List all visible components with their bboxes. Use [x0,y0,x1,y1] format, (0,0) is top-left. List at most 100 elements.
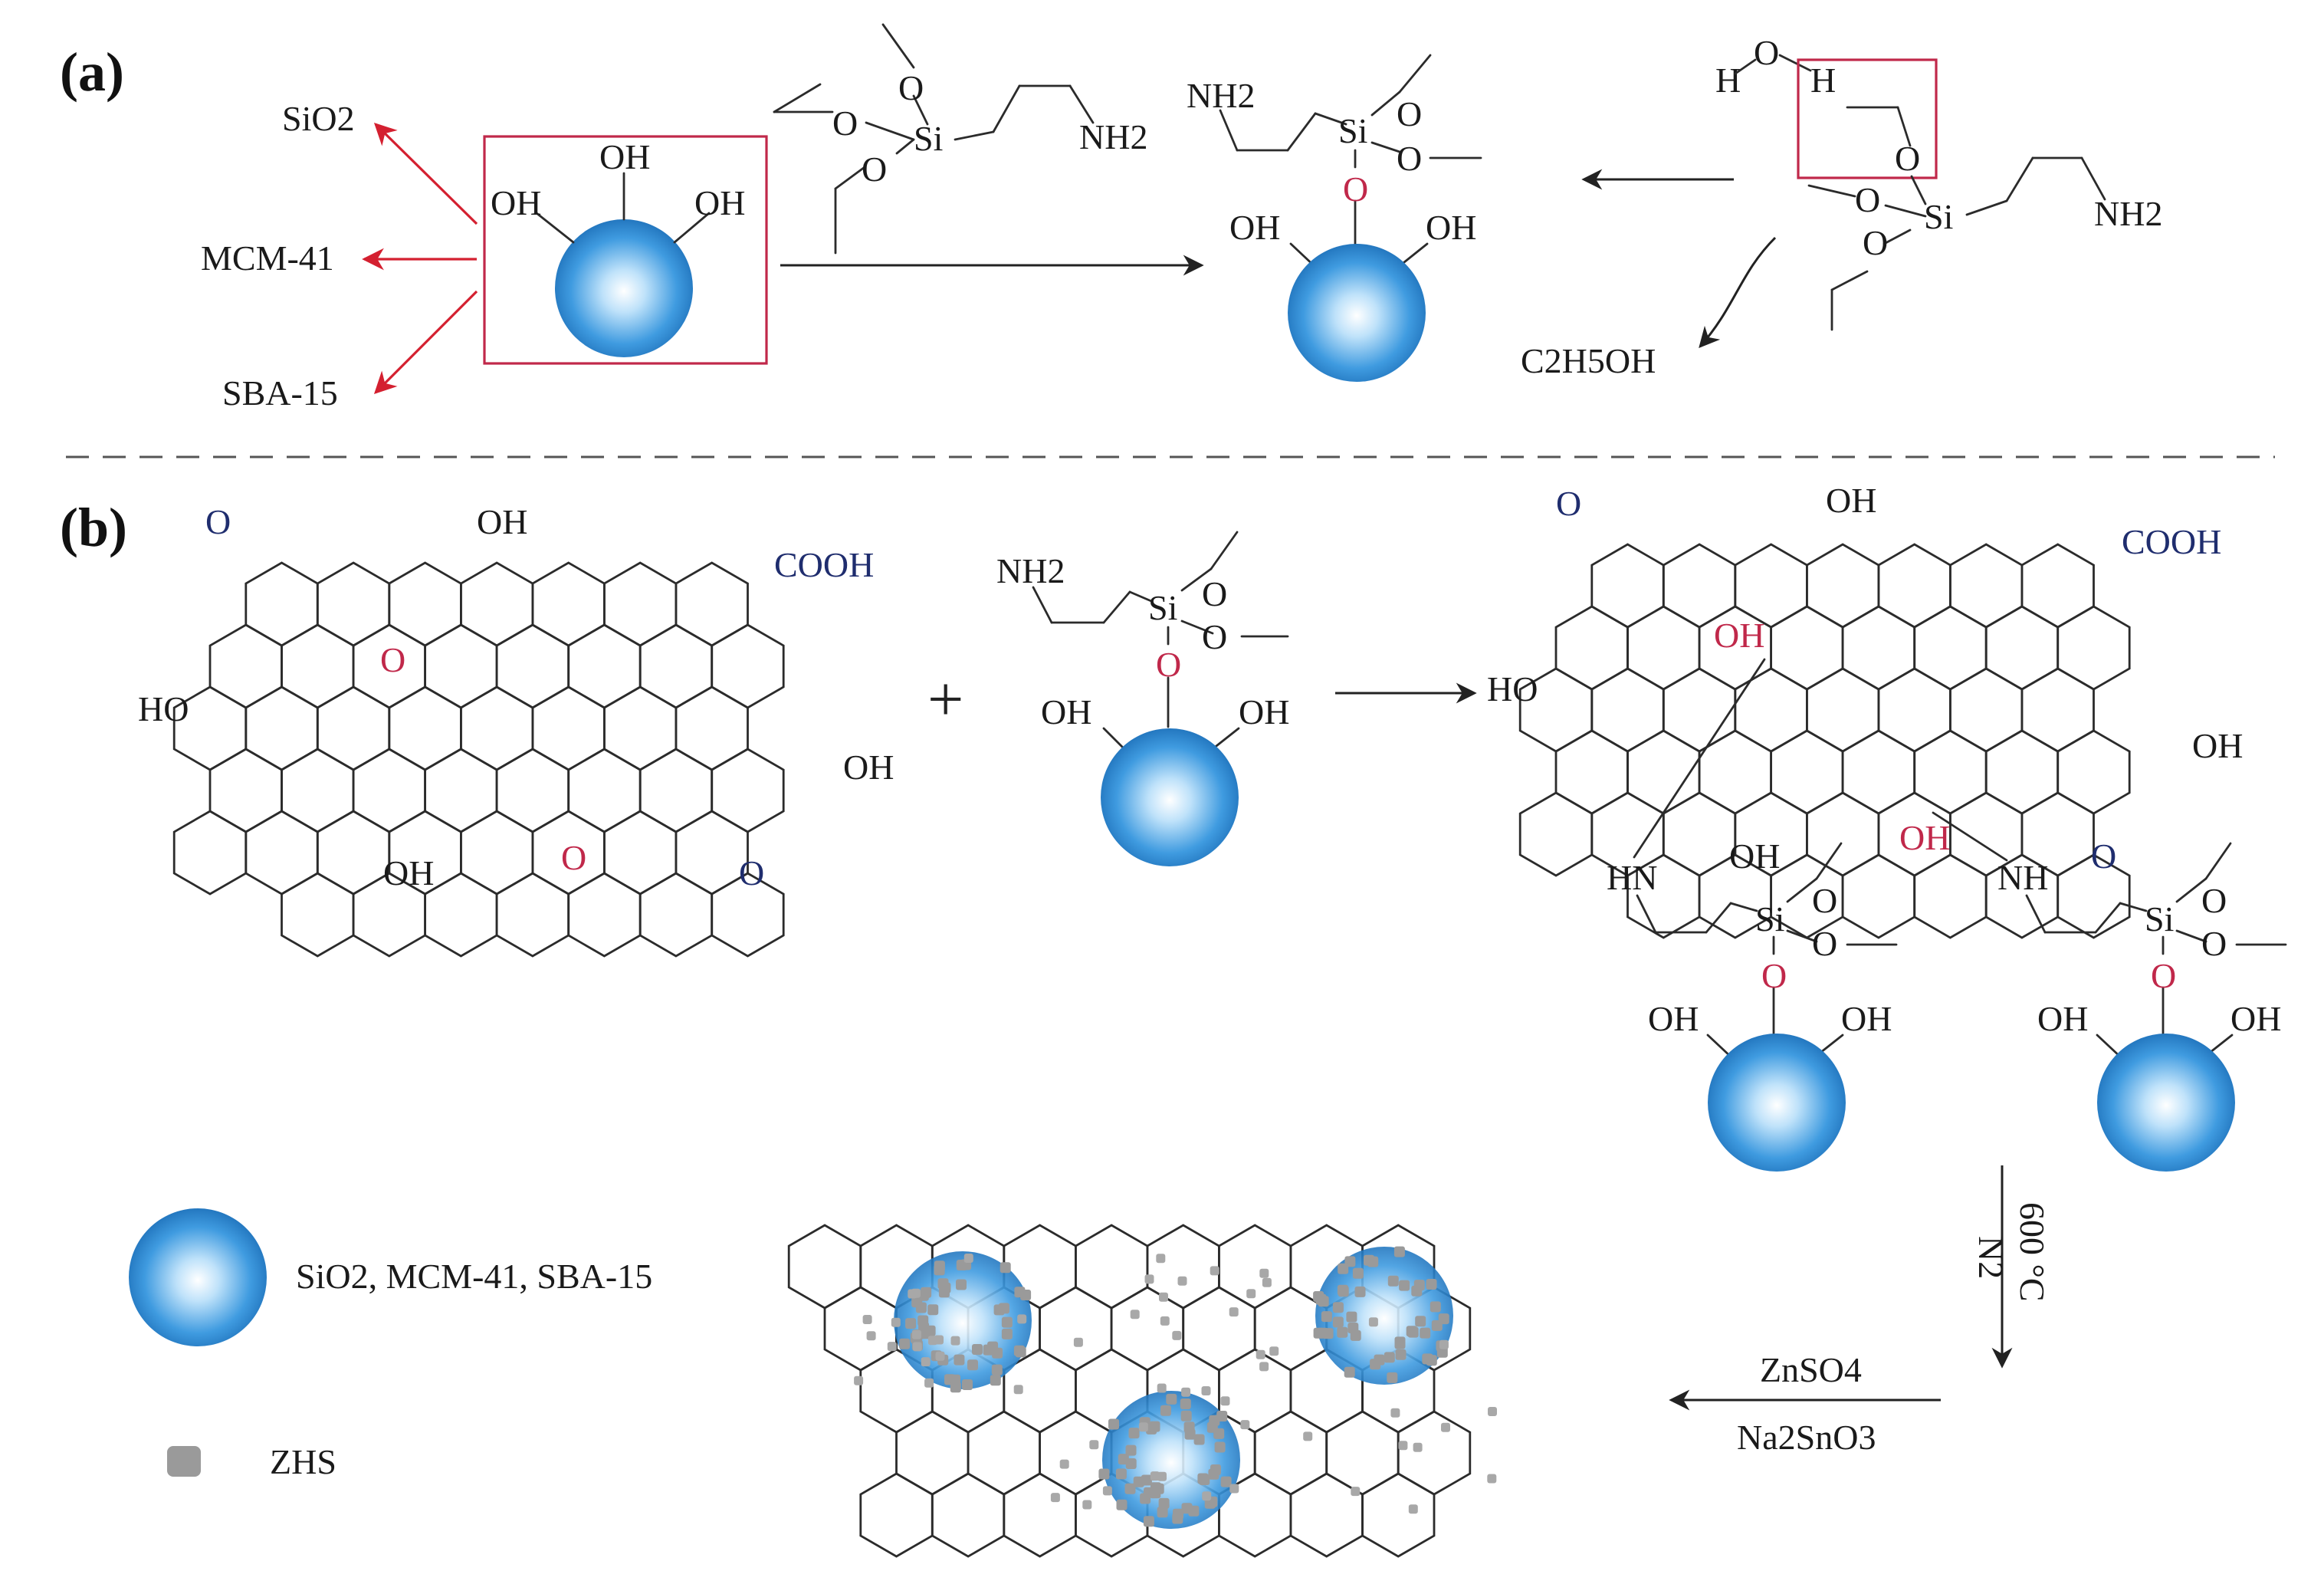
go-carbonyl-o: O [205,502,231,541]
zhs-particle [1125,1444,1137,1456]
hex-ring [1770,729,1844,815]
zhs-particle [1073,1337,1083,1347]
zhs-particle [911,1329,921,1339]
plus-sign: + [927,664,963,735]
go-epoxy-o1: O [380,640,405,679]
zhs-particle [1352,1267,1364,1279]
hex-ring [1841,853,1916,939]
legend-zhs-icon [167,1446,201,1477]
hex-ring [424,872,498,958]
zhs-particle [1431,1320,1443,1331]
hex-ring [316,561,391,647]
hex-ring [859,1472,934,1558]
zhs-particle [992,1347,1003,1359]
zhs-particle [1337,1326,1348,1338]
zhs-particle [1346,1311,1357,1323]
sphere2-oh-right: OH [2230,999,2281,1038]
hex-ring [787,1224,862,1310]
calcination-temperature: 600 °C [2013,1202,2052,1302]
zhs-particle [990,1375,1001,1386]
grafted-si: Si [1148,588,1177,627]
support-sphere-a-product [1288,244,1426,382]
zhs-particle [956,1279,967,1290]
hex-ring [567,623,642,709]
zhs-particle [1322,1328,1334,1339]
hex-ring [495,872,570,958]
zhs-particle [1229,1307,1239,1317]
zhs-particle [1172,1330,1182,1340]
aptes-2-nh2: NH2 [2094,194,2162,233]
zhs-particle [1395,1349,1407,1360]
zhs-particle [1413,1442,1423,1452]
link-o-1a: O [1812,881,1837,920]
linker-nh: NH [1997,858,2048,897]
zhs-particle [1000,1262,1011,1274]
zhs-particle [963,1254,973,1263]
go-oh-bottom: OH [383,853,434,892]
zhs-particle [1199,1474,1210,1485]
hex-ring [675,685,749,771]
panel-label-a: (a) [60,41,124,103]
zhs-particle [1213,1428,1225,1439]
zhs-particle [1149,1421,1160,1432]
hex-ring [281,623,355,709]
zhs-particle [1160,1405,1171,1416]
zhs-particle [1269,1346,1279,1356]
zhs-particle [1354,1286,1366,1297]
zhs-particle [1017,1314,1027,1324]
go2-oh-bottom: OH [1729,836,1780,876]
zhs-particle [1262,1277,1272,1287]
grafted-sphere-bonds [1032,531,1289,753]
hex-ring [1806,543,1880,629]
zhs-particle [1220,1476,1232,1487]
hex-ring [1734,543,1808,629]
hex-ring [823,1286,898,1372]
aptes-2-o2: O [1855,180,1880,219]
sphere2-oh-left: OH [2037,999,2088,1038]
link-si-1: Si [1755,899,1784,938]
hex-ring [1218,1348,1292,1434]
zhs-particle [991,1364,1003,1375]
zhs-particle [1398,1441,1408,1451]
zhs-particle [1351,1487,1361,1497]
zhs-particle [1202,1491,1212,1501]
zhs-particle [1144,1274,1154,1284]
water-h2: H [1810,61,1836,100]
grafted-o-linker: O [1156,645,1181,684]
hex-ring [1662,667,1737,753]
amine-linkers [1633,658,2287,1060]
reagent-znso4: ZnSO4 [1760,1350,1862,1389]
product-a-oh-left: OH [1229,208,1280,247]
hydrolysis-highlight-box [1797,58,1938,179]
hex-ring [352,748,426,833]
hex-ring [603,810,678,896]
go-oh-top: OH [477,502,527,541]
hex-ring [281,872,355,958]
hex-ring [1039,1286,1113,1372]
zhs-particle [1098,1468,1110,1480]
go2-oh-red-1: OH [1714,616,1764,655]
zhs-particle [887,1342,897,1352]
hex-ring [1626,729,1701,815]
go-epoxy-o2: O [561,838,586,877]
zhs-particle [1210,1266,1219,1276]
zhs-particle [1143,1516,1154,1527]
hex-ring [638,872,714,958]
zhs-particle [1420,1327,1431,1339]
zhs-particle [962,1379,973,1390]
final-composite [787,1224,1497,1558]
hex-ring [638,748,714,833]
target-sba15: SBA-15 [222,373,338,412]
zhs-particle [1393,1246,1405,1257]
hex-ring [245,810,319,896]
target-arrows [362,122,478,395]
zhs-particle [1303,1431,1313,1441]
graphene-oxide-sheet [172,561,785,958]
zhs-particle [1210,1464,1221,1475]
aptes-nh2: NH2 [1079,117,1147,156]
hex-ring [675,810,749,896]
product-a-nh2: NH2 [1187,76,1255,115]
hex-ring [172,810,248,896]
zhs-particle [1368,1317,1378,1327]
